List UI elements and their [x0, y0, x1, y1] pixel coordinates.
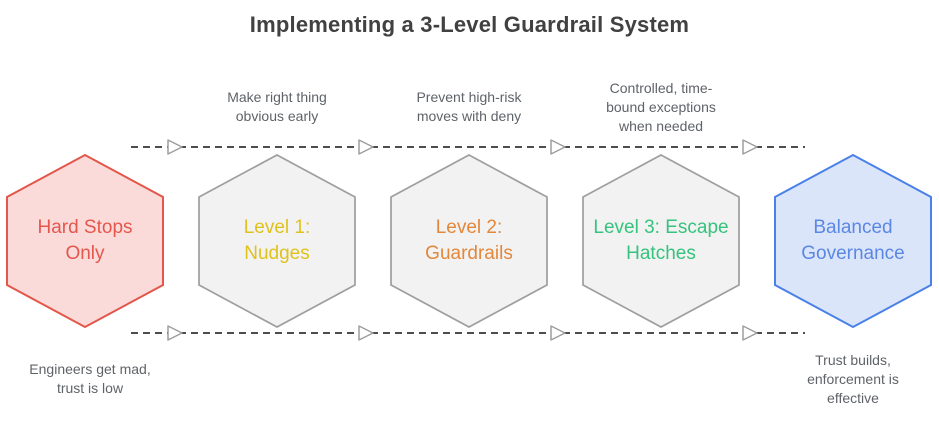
hexagon-level-3-escape-hatches — [582, 154, 740, 328]
hexagon-level-1-nudges — [198, 154, 356, 328]
arrowhead-icon — [167, 325, 183, 341]
diagram-title: Implementing a 3-Level Guardrail System — [249, 12, 690, 37]
arrowhead-icon — [358, 139, 374, 155]
arrowhead-icon — [358, 325, 374, 341]
stage-label-balanced-governance: Balanced Governance — [801, 217, 905, 264]
hexagon-balanced-governance — [774, 153, 932, 329]
stage-label-level-2-guardrails: Level 2: Guardrails — [425, 217, 513, 264]
annotation-guardrails: Prevent high-risk moves with deny — [416, 89, 522, 124]
arrowhead-icon — [742, 139, 758, 155]
arrowhead-icon — [167, 139, 183, 155]
annotation-engineers-get-mad: Engineers get mad, trust is low — [29, 361, 151, 396]
annotation-trust-builds: Trust builds, enforcement is effective — [807, 352, 899, 406]
annotation-escape-hatches: Controlled, time- bound exceptions when … — [606, 80, 716, 134]
stage-label-level-1-nudges: Level 1: Nudges — [243, 217, 311, 264]
arrowhead-icon — [550, 139, 566, 155]
stage-label-level-3-escape-hatches: Level 3: Escape Hatches — [593, 217, 729, 264]
stage-label-hard-stops-only: Hard Stops Only — [37, 217, 133, 264]
arrowhead-icon — [742, 325, 758, 341]
hexagon-hard-stops-only — [6, 153, 164, 329]
arrowhead-icon — [550, 325, 566, 341]
hexagon-level-2-guardrails — [390, 154, 548, 328]
annotation-nudges: Make right thing obvious early — [227, 89, 327, 124]
